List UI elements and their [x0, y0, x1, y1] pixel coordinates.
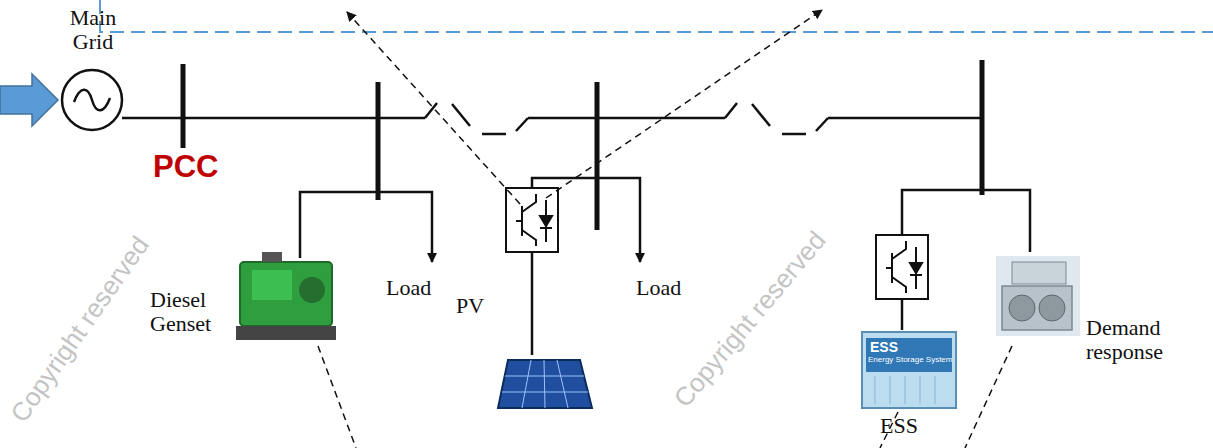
inverter-symbol	[876, 235, 928, 299]
component-label: PV	[456, 294, 484, 318]
watermark: Copyright reserved	[5, 231, 154, 427]
control-box-outline	[100, 0, 1213, 32]
load-label: Load	[386, 276, 431, 300]
watermark: Copyright reserved	[668, 226, 831, 413]
hvac-units-picture	[996, 256, 1080, 336]
communication-lines	[318, 10, 1012, 448]
load-label: Load	[636, 276, 681, 300]
source-label: Main Grid	[56, 6, 130, 54]
branch-lines	[300, 178, 1030, 355]
buses	[183, 60, 982, 230]
ess-container-picture	[862, 332, 956, 408]
component-label: Diesel Genset	[150, 288, 240, 336]
grid-source-tilde	[74, 90, 110, 111]
component-label: ESS	[880, 414, 918, 438]
container-marking: Energy Storage System	[868, 356, 952, 365]
component-label: Demand response	[1086, 316, 1181, 364]
input-arrow	[0, 74, 58, 126]
container-marking: ESS	[870, 340, 898, 355]
feeder-lines	[122, 103, 982, 134]
solar-panel-picture	[498, 360, 592, 408]
inverter-symbol	[506, 188, 558, 252]
diesel-genset-picture	[236, 252, 336, 340]
grid-source	[62, 70, 122, 130]
bus-label: PCC	[153, 150, 218, 184]
